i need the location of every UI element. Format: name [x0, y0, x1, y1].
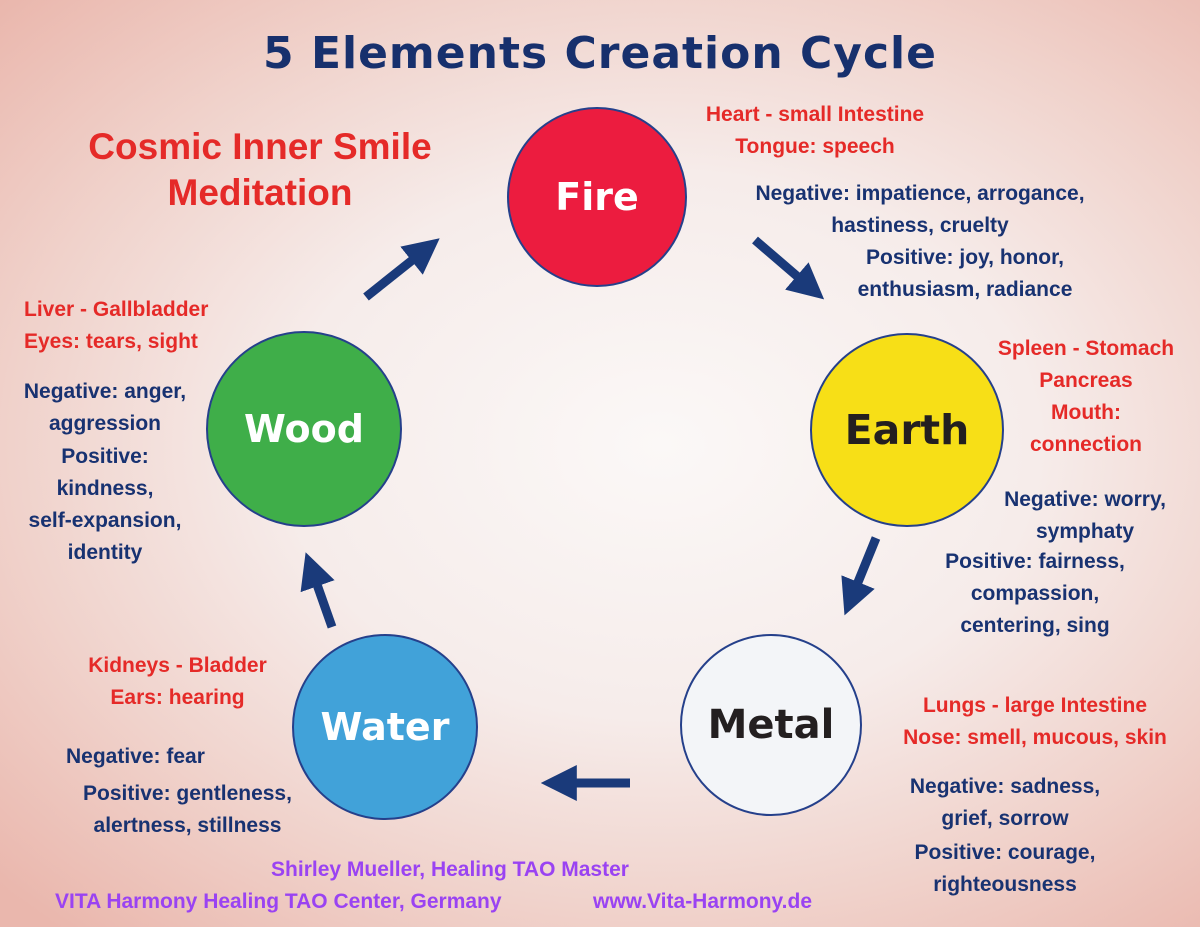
- wood-label: Wood: [244, 407, 364, 451]
- water-label: Water: [320, 705, 450, 749]
- wood-positive: Positive: kindness, self-expansion, iden…: [0, 441, 210, 569]
- wood-organ-line: Eyes: tears, sight: [24, 330, 198, 353]
- subtitle-line-2: Meditation: [167, 172, 353, 213]
- earth-organs: Spleen - Stomach Pancreas Mouth: connect…: [970, 333, 1200, 461]
- subtitle-line-1: Cosmic Inner Smile: [88, 126, 432, 167]
- wood-positive-line: kindness,: [56, 477, 154, 500]
- fire-negative-line: hastiness, cruelty: [831, 214, 1009, 237]
- earth-circle: Earth: [810, 333, 1004, 527]
- metal-negative: Negative: sadness, grief, sorrow: [880, 771, 1130, 835]
- wood-positive-line: identity: [67, 541, 143, 564]
- earth-organ-line: Mouth:: [1051, 401, 1121, 424]
- fire-organ-line: Heart - small Intestine: [705, 103, 925, 126]
- earth-organ-line: Spleen - Stomach: [997, 337, 1175, 360]
- metal-organ-line: Nose: smell, mucous, skin: [903, 726, 1167, 749]
- metal-positive-line: righteousness: [933, 873, 1077, 896]
- arrow-fire-to-earth: [752, 236, 825, 300]
- earth-negative-line: Negative: worry,: [1004, 488, 1166, 511]
- metal-organ-line: Lungs - large Intestine: [922, 694, 1148, 717]
- fire-positive-line: Positive: joy, honor,: [866, 246, 1064, 269]
- wood-positive-line: Positive:: [61, 445, 149, 468]
- earth-positive-line: Positive: fairness,: [945, 550, 1125, 573]
- water-positive: Positive: gentleness, alertness, stillne…: [55, 778, 320, 842]
- arrow-wood-to-fire: [363, 238, 440, 301]
- earth-organ-line: Pancreas: [1039, 369, 1133, 392]
- metal-positive-line: Positive: courage,: [914, 841, 1096, 864]
- wood-organ-line: Liver - Gallbladder: [24, 298, 209, 321]
- arrow-water-to-wood: [300, 552, 337, 629]
- metal-circle: Metal: [680, 634, 862, 816]
- fire-positive: Positive: joy, honor, enthusiasm, radian…: [820, 242, 1110, 306]
- diagram-title: 5 Elements Creation Cycle: [263, 28, 937, 79]
- subtitle: Cosmic Inner Smile Meditation: [30, 124, 490, 216]
- fire-negative: Negative: impatience, arrogance, hastine…: [700, 178, 1140, 242]
- earth-negative: Negative: worry, symphaty: [975, 484, 1195, 548]
- water-organ-line: Kidneys - Bladder: [88, 654, 267, 677]
- footer-url[interactable]: www.Vita-Harmony.de: [593, 890, 812, 913]
- earth-positive-line: compassion,: [970, 582, 1100, 605]
- water-circle: Water: [292, 634, 478, 820]
- footer-author: Shirley Mueller, Healing TAO Master: [271, 858, 629, 881]
- water-organs: Kidneys - Bladder Ears: hearing: [55, 650, 300, 714]
- metal-label: Metal: [707, 702, 835, 748]
- water-negative: Negative: fear: [66, 741, 306, 773]
- wood-negative: Negative: anger, aggression: [0, 376, 210, 440]
- fire-negative-line: Negative: impatience, arrogance,: [755, 182, 1085, 205]
- fire-positive-line: enthusiasm, radiance: [857, 278, 1073, 301]
- fire-organs: Heart - small Intestine Tongue: speech: [660, 99, 970, 163]
- fire-circle: Fire: [507, 107, 687, 287]
- water-negative-line: Negative: fear: [66, 745, 205, 768]
- fire-label: Fire: [555, 175, 639, 219]
- water-organ-line: Ears: hearing: [110, 686, 245, 709]
- earth-negative-line: symphaty: [1035, 520, 1135, 543]
- arrow-earth-to-metal: [841, 536, 881, 616]
- water-positive-line: alertness, stillness: [93, 814, 282, 837]
- wood-organs: Liver - Gallbladder Eyes: tears, sight: [24, 294, 284, 358]
- footer-center-name: VITA Harmony Healing TAO Center, Germany: [55, 890, 502, 913]
- earth-organ-line: connection: [1029, 433, 1142, 456]
- fire-organ-line: Tongue: speech: [735, 135, 895, 158]
- metal-organs: Lungs - large Intestine Nose: smell, muc…: [870, 690, 1200, 754]
- wood-positive-line: self-expansion,: [28, 509, 182, 532]
- earth-positive-line: centering, sing: [960, 614, 1110, 637]
- metal-negative-line: Negative: sadness,: [909, 775, 1101, 798]
- metal-positive: Positive: courage, righteousness: [875, 837, 1135, 901]
- wood-circle: Wood: [206, 331, 402, 527]
- water-positive-line: Positive: gentleness,: [83, 782, 292, 805]
- earth-positive: Positive: fairness, compassion, centerin…: [915, 546, 1155, 642]
- wood-negative-line: Negative: anger,: [23, 380, 187, 403]
- earth-label: Earth: [844, 406, 970, 454]
- wood-negative-line: aggression: [48, 412, 162, 435]
- metal-negative-line: grief, sorrow: [941, 807, 1069, 830]
